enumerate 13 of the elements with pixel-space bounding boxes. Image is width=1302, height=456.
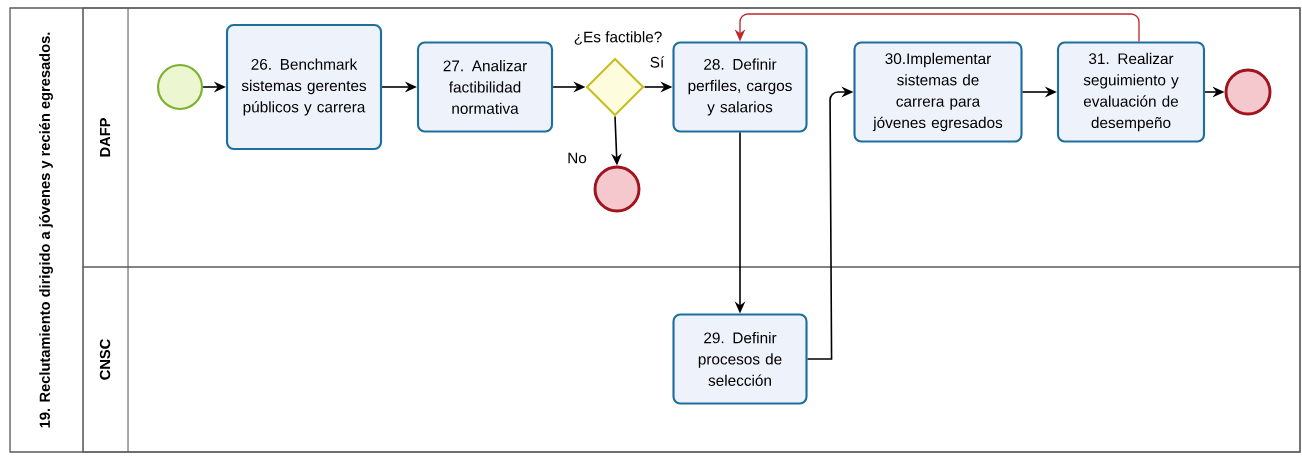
task-box: 28. Definir perfiles, cargos y salarios xyxy=(672,41,808,133)
event-circle xyxy=(156,63,204,111)
task-box: 27. Analizar factibilidad normativa xyxy=(416,41,554,133)
task-box: 30.Implementar sistemas de carrera para jóvenes egresados xyxy=(853,41,1023,143)
edge-label: Sí xyxy=(648,54,666,70)
event-circle xyxy=(593,165,641,213)
edge-label: No xyxy=(565,151,589,165)
task-box: 31. Realizar seguimiento y evaluación de desempeño xyxy=(1056,41,1206,143)
task-box: 29. Definir procesos de selección xyxy=(672,313,808,405)
gateway-diamond xyxy=(585,57,645,117)
gateway-label: ¿Es factible? xyxy=(574,31,662,45)
task-box: 26. Benchmark sistemas gerentes públicos y carrera xyxy=(225,23,383,151)
event-circle xyxy=(1224,68,1272,116)
